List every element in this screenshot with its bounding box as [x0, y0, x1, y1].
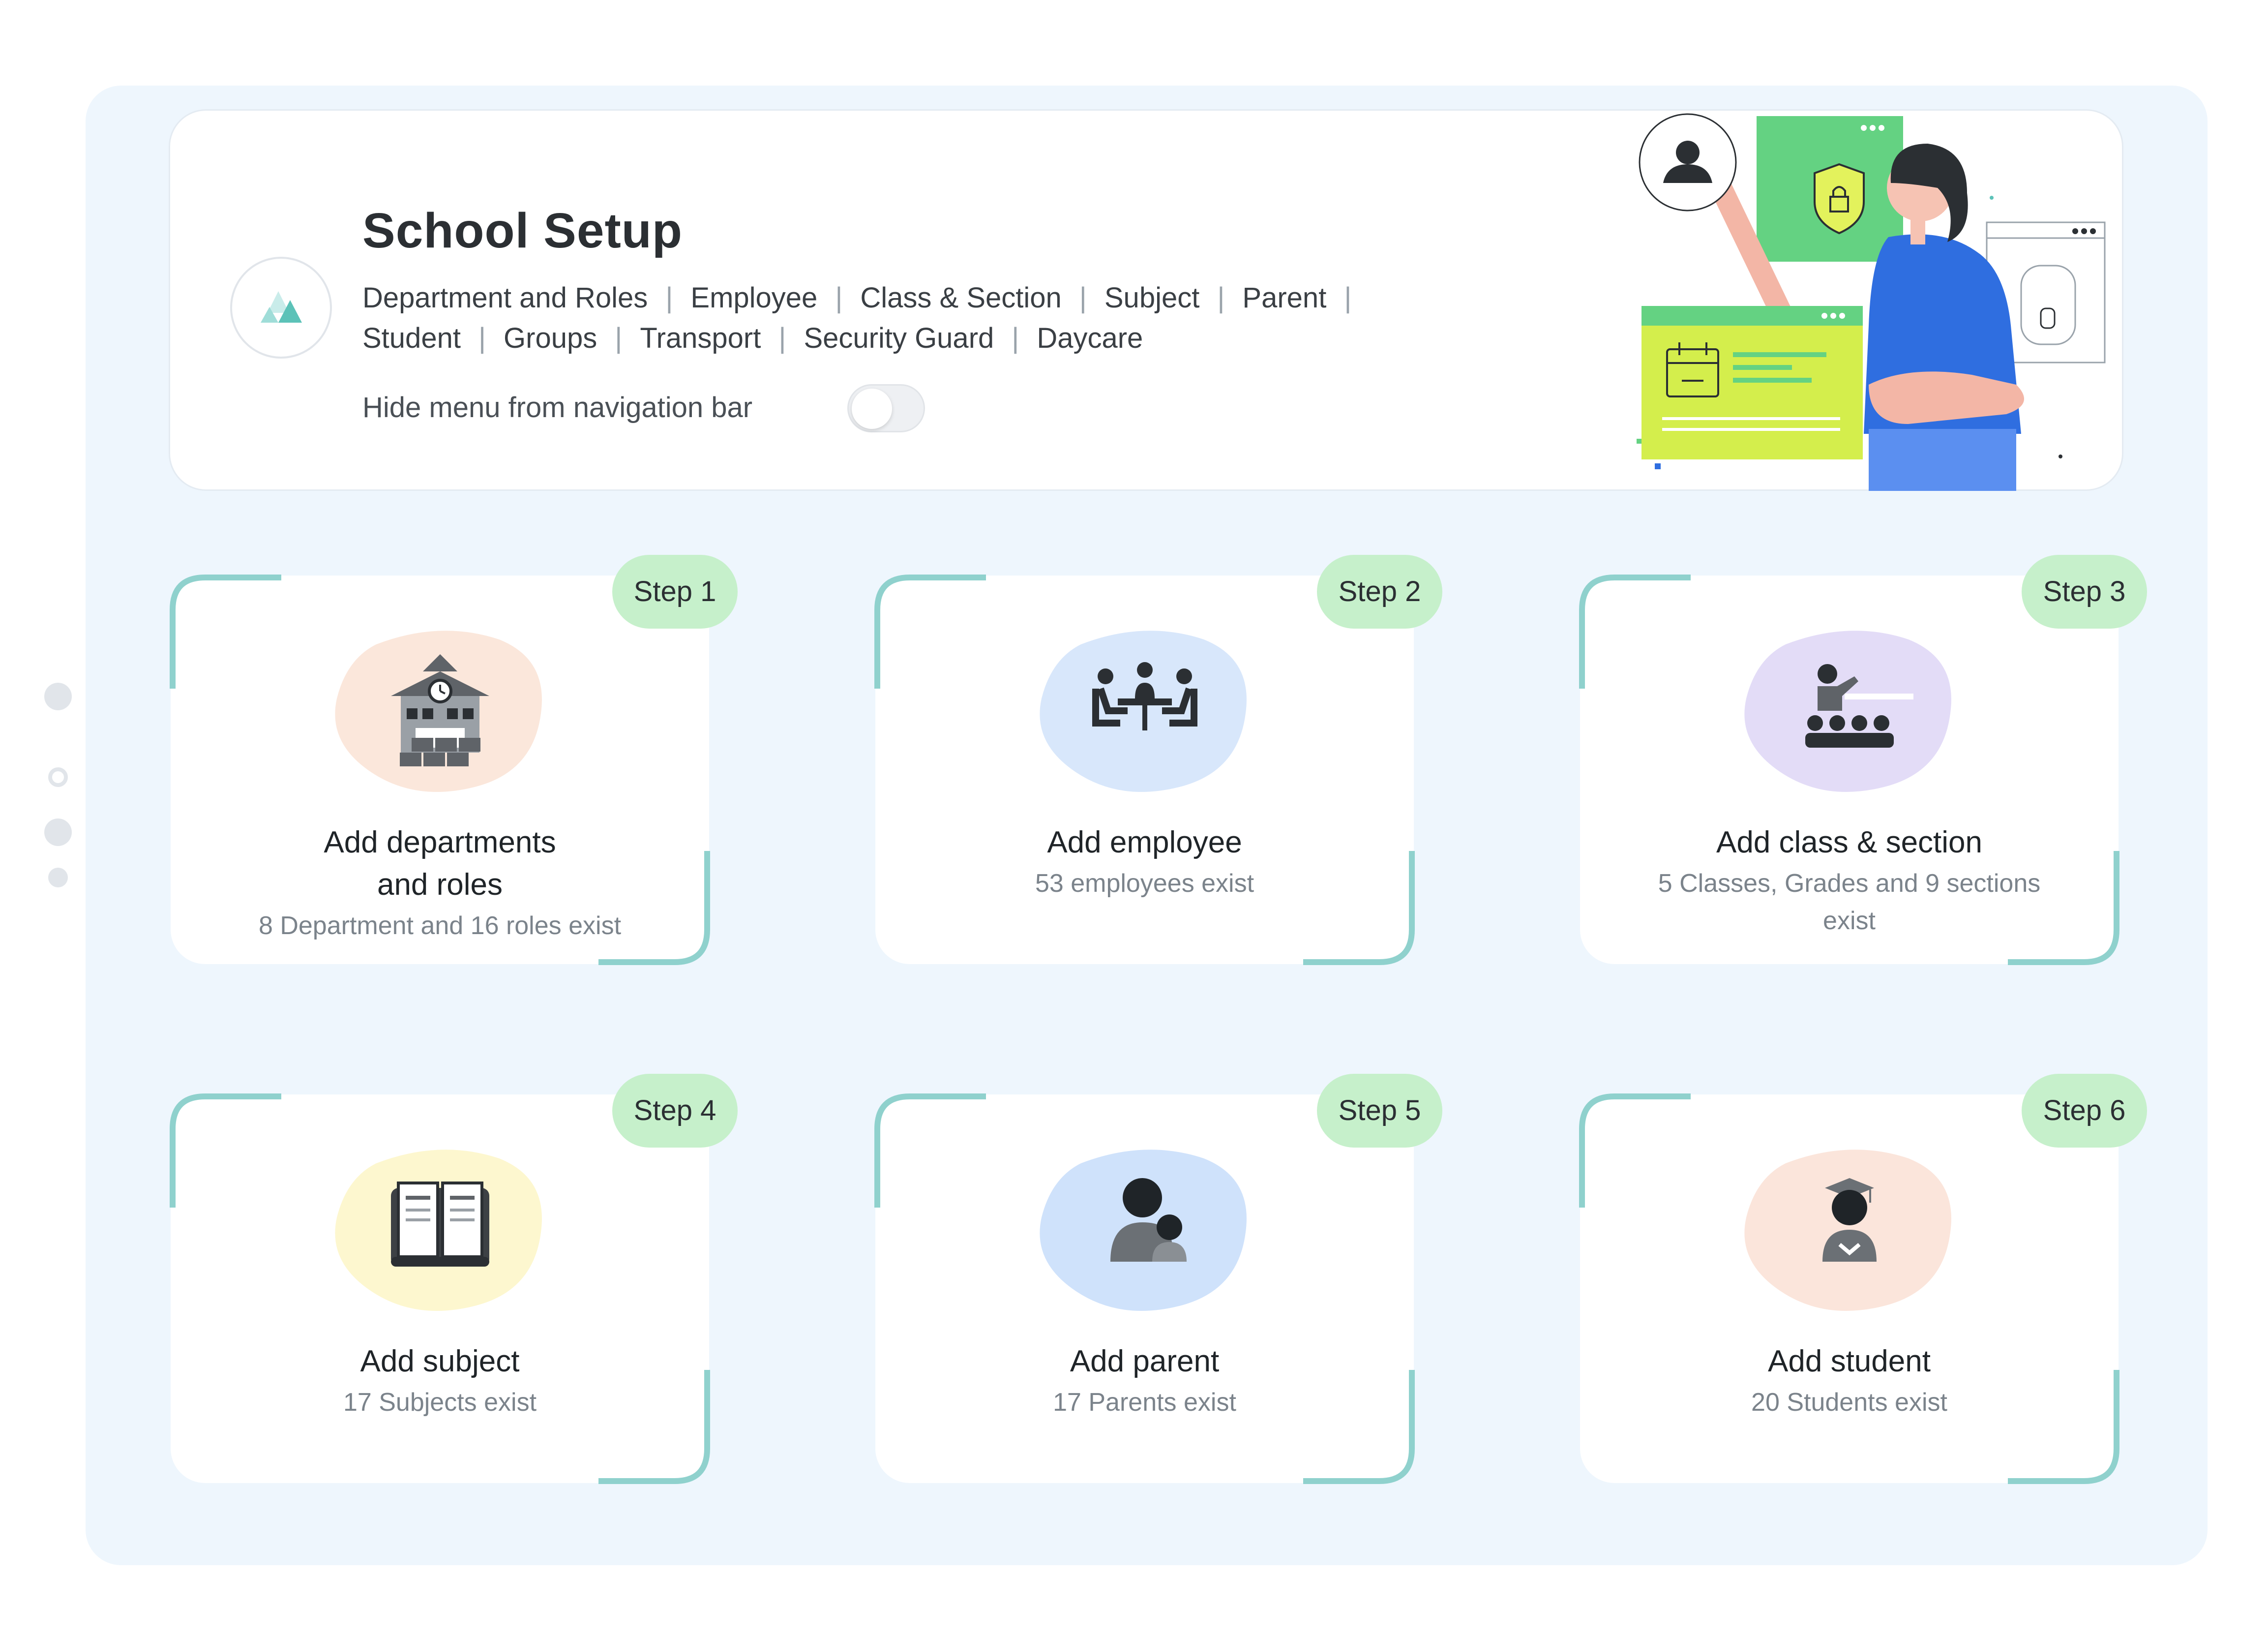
menu-separator: | [835, 282, 843, 314]
menu-link-transport[interactable]: Transport [640, 322, 761, 354]
open-book-icon [335, 1150, 542, 1311]
step-title: Add employee [1047, 825, 1242, 859]
person-arm [1706, 176, 1795, 326]
menu-link-daycare[interactable]: Daycare [1037, 322, 1143, 354]
step-title: Add parent [1070, 1344, 1220, 1378]
menu-link-subject[interactable]: Subject [1104, 282, 1200, 314]
step-card-4[interactable]: Step 4 Add subject 17 Subjects exist [170, 1074, 738, 1484]
step-subtitle: 53 employees exist [1035, 869, 1254, 898]
step-badge: Step 3 [2022, 555, 2147, 629]
card-corner-accents [170, 575, 710, 965]
menu-link-security-guard[interactable]: Security Guard [804, 322, 994, 354]
step-card-3[interactable]: Step 3 Add class & section 5 Classes, Gr… [1579, 555, 2147, 965]
step-badge: Step 4 [612, 1074, 738, 1148]
shield-icon [1814, 163, 1865, 235]
card-corner-accents [874, 1093, 1415, 1484]
menu-separator: | [1079, 282, 1087, 314]
person-hair [1890, 144, 1968, 242]
step-badge: Step 6 [2022, 1074, 2147, 1148]
pager-dot[interactable] [48, 767, 68, 787]
meeting-table-icon [1040, 631, 1247, 792]
step-badge: Step 5 [1317, 1074, 1442, 1148]
step-title: Add departments and roles [324, 825, 556, 902]
menu-link-groups[interactable]: Groups [504, 322, 597, 354]
pager-dot[interactable] [44, 818, 72, 846]
menu-row-1: Department and Roles | Employee | Class & Se… [362, 281, 1369, 314]
step-subtitle: 17 Parents exist [1053, 1388, 1236, 1417]
pager-dot[interactable] [48, 868, 68, 887]
card-corner-accents [170, 1093, 710, 1484]
lock-outline [2020, 265, 2076, 345]
parent-child-icon [1040, 1150, 1247, 1311]
step-subtitle: 5 Classes, Grades and 9 sections exist [1658, 869, 2041, 935]
step-title: Add student [1768, 1344, 1931, 1378]
step-badge: Step 2 [1317, 555, 1442, 629]
pager-dot[interactable] [44, 683, 72, 710]
step-card-2[interactable]: Step 2 Add employee 53 employees exist [874, 555, 1442, 965]
step-subtitle: 20 Students exist [1751, 1388, 1947, 1417]
menu-link-student[interactable]: Student [362, 322, 461, 354]
menu-separator: | [1012, 322, 1019, 354]
hide-menu-label: Hide menu from navigation bar [362, 392, 753, 424]
step-badge: Step 1 [612, 555, 738, 629]
menu-link-parent[interactable]: Parent [1242, 282, 1327, 314]
step-title: Add subject [360, 1344, 520, 1378]
graduate-student-icon [1744, 1150, 1951, 1311]
classroom-teacher-icon [1744, 631, 1951, 792]
security-person-illustration [1637, 113, 2106, 491]
icon-blob [1744, 631, 1951, 792]
menu-link-employee[interactable]: Employee [690, 282, 818, 314]
menu-separator: | [1344, 282, 1352, 314]
page-title: School Setup [362, 203, 683, 258]
menu-separator: | [478, 322, 486, 354]
menu-separator: | [1217, 282, 1225, 314]
school-logo [230, 257, 332, 359]
step-card-6[interactable]: Step 6 Add student 20 Students exist [1579, 1074, 2147, 1484]
menu-link-class-section[interactable]: Class & Section [860, 282, 1062, 314]
menu-separator: | [665, 282, 673, 314]
logo-icon [261, 291, 302, 323]
card-corner-accents [1579, 1093, 2119, 1484]
card-corner-accents [1579, 575, 2119, 965]
step-subtitle: 17 Subjects exist [343, 1388, 537, 1417]
menu-row-2: Student | Groups | Transport | Security Guard |… [362, 322, 1143, 355]
toggle-knob [852, 389, 892, 429]
step-subtitle: 8 Department and 16 roles exist [258, 911, 622, 940]
menu-separator: | [615, 322, 623, 354]
menu-link-department-and-roles[interactable]: Department and Roles [362, 282, 648, 314]
step-card-5[interactable]: Step 5 Add parent 17 Parents exist [874, 1074, 1442, 1484]
school-building-icon [335, 631, 542, 792]
card-corner-accents [874, 575, 1415, 965]
step-title: Add class & section [1716, 825, 1983, 859]
hide-menu-toggle[interactable] [847, 384, 925, 432]
menu-separator: | [778, 322, 786, 354]
calendar-icon [1666, 348, 1719, 397]
step-card-1[interactable]: Step 1 Add departments and roles 8 Depar… [170, 555, 738, 965]
